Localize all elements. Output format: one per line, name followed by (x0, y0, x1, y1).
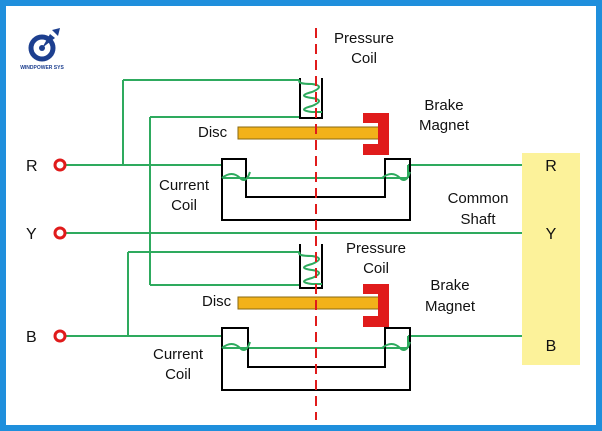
windmill-logo-icon (28, 28, 60, 62)
upper-current-coil-core (221, 158, 411, 221)
lower-brake-magnet (363, 284, 389, 327)
wiring (66, 79, 522, 349)
current-coil-windings (221, 171, 411, 351)
common-shaft-label-line1: Common (448, 190, 509, 207)
lower-pressure-coil (298, 244, 323, 289)
shaft-box-label-Y: Y (546, 226, 557, 243)
common-shaft-box (522, 153, 580, 365)
upper-current-coil-label-line2: Coil (171, 197, 197, 214)
upper-brake-magnet-label-line1: Brake (424, 97, 463, 114)
logo-brand-text: WINDPOWER SYS (20, 65, 64, 71)
terminal-Y-label: Y (26, 226, 37, 243)
terminal-B-label: B (26, 329, 37, 346)
lower-brake-magnet-label-line2: Magnet (425, 298, 476, 315)
shaft-box-label-R: R (545, 158, 557, 175)
terminal-R: R (26, 158, 67, 175)
lower-pressure-coil-label-line2: Coil (363, 260, 389, 277)
common-shaft-label-line2: Shaft (460, 211, 496, 228)
lower-current-coil-label-line2: Coil (165, 366, 191, 383)
lower-brake-magnet-label-line1: Brake (430, 277, 469, 294)
upper-pressure-coil-label-line2: Coil (351, 50, 377, 67)
energy-meter-diagram: WINDPOWER SYS (20, 28, 580, 420)
upper-brake-magnet-label-line2: Magnet (419, 117, 470, 134)
upper-brake-magnet (363, 113, 389, 155)
upper-pressure-coil-label-line1: Pressure (334, 30, 394, 47)
lower-current-coil-label-line1: Current (153, 346, 204, 363)
terminal-Y: Y (26, 226, 67, 243)
lower-current-coil-core (221, 327, 411, 391)
shaft-box-label-B: B (546, 338, 557, 355)
lower-pressure-coil-label-line1: Pressure (346, 240, 406, 257)
upper-disc (237, 126, 381, 140)
upper-disc-label: Disc (198, 124, 228, 141)
terminal-R-label: R (26, 158, 38, 175)
terminal-B: B (26, 329, 67, 346)
upper-current-coil-label-line1: Current (159, 177, 210, 194)
upper-pressure-coil (298, 78, 323, 119)
lower-disc-label: Disc (202, 293, 232, 310)
lower-disc (237, 296, 381, 310)
